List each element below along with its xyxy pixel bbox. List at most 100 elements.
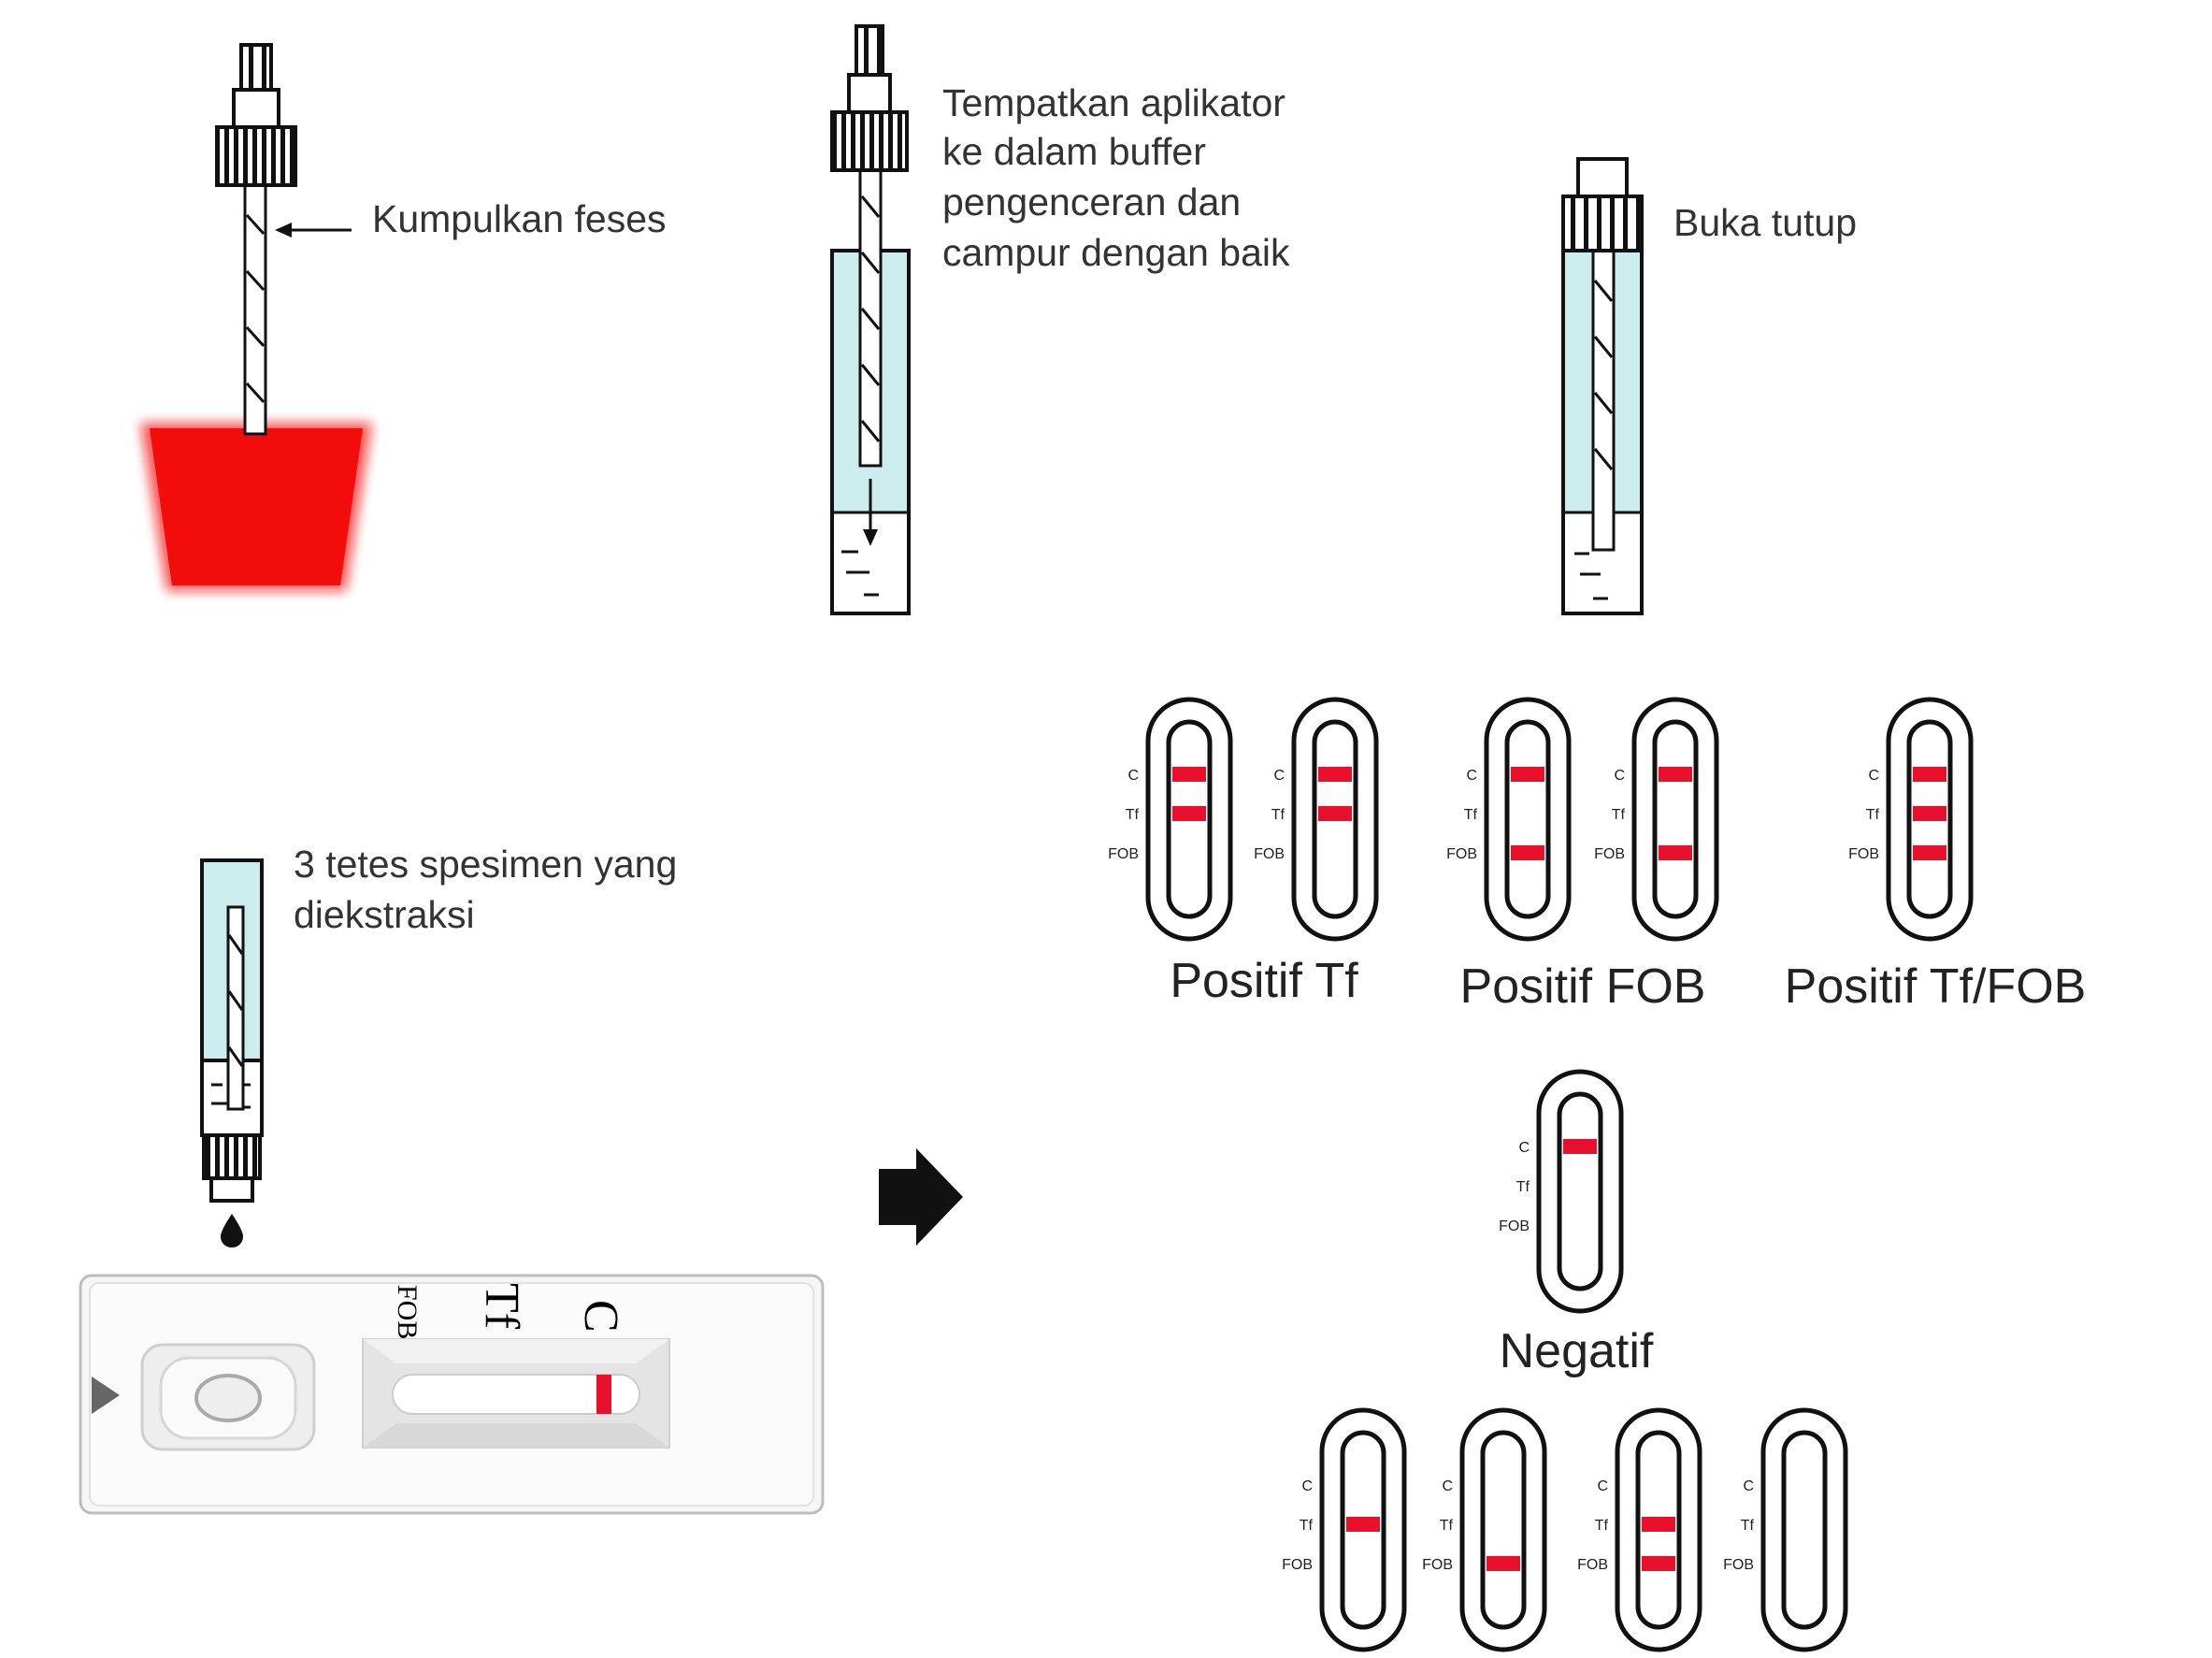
strip-label-c: C bbox=[1128, 768, 1139, 784]
strip-label-c: C bbox=[1614, 768, 1625, 784]
strip-line-c bbox=[1511, 767, 1544, 782]
strip-label-fob: FOB bbox=[1594, 846, 1625, 862]
arrow-right-icon bbox=[879, 1148, 963, 1246]
test-cassette: FOB Tf C bbox=[79, 1274, 825, 1515]
strip-label-fob: FOB bbox=[1422, 1557, 1453, 1573]
applicator-cap bbox=[830, 110, 909, 172]
cassette-control-line bbox=[596, 1375, 611, 1414]
dropper-cap bbox=[202, 1133, 262, 1180]
result-label-negative: Negatif bbox=[1500, 1324, 1654, 1378]
step-mix-line1: Tempatkan aplikator bbox=[942, 81, 1286, 124]
strip-line-tf bbox=[1172, 806, 1206, 821]
strip-window bbox=[1504, 719, 1551, 919]
step-drops-line2: diekstraksi bbox=[294, 893, 475, 936]
strip-label-fob: FOB bbox=[1723, 1557, 1754, 1573]
strip-label-fob: FOB bbox=[1254, 846, 1285, 862]
cassette-label-tf: Tf bbox=[475, 1283, 528, 1330]
strip-line-c bbox=[1563, 1139, 1597, 1154]
strip-label-tf: Tf bbox=[1126, 807, 1140, 823]
strip-window bbox=[1781, 1430, 1828, 1630]
strip-line-fob bbox=[1642, 1556, 1675, 1571]
strip-window bbox=[1480, 1430, 1527, 1630]
step-open-label: Buka tutup bbox=[1673, 201, 1857, 244]
strip-label-c: C bbox=[1442, 1478, 1453, 1494]
strip-label-tf: Tf bbox=[1866, 807, 1880, 823]
applicator-top bbox=[855, 24, 884, 77]
strip-label-c: C bbox=[1301, 1478, 1313, 1494]
strip-label-c: C bbox=[1466, 768, 1477, 784]
strip-label-tf: Tf bbox=[1516, 1179, 1530, 1195]
strip-line-tf bbox=[1318, 806, 1352, 821]
applicator-cap bbox=[215, 125, 297, 187]
cassette-arrow-icon bbox=[92, 1377, 120, 1414]
result-label-positive-fob: Positif FOB bbox=[1460, 959, 1706, 1014]
strip-line-fob bbox=[1659, 845, 1692, 860]
strip-label-c: C bbox=[1518, 1140, 1530, 1156]
step-mix-line4: campur dengan baik bbox=[942, 231, 1290, 274]
strip-label-tf: Tf bbox=[1612, 807, 1626, 823]
strip-line-tf bbox=[1346, 1517, 1380, 1532]
arrow-left-icon bbox=[275, 223, 352, 238]
strip-window bbox=[1652, 719, 1699, 919]
strip-label-c: C bbox=[1273, 768, 1285, 784]
strip-label-fob: FOB bbox=[1282, 1557, 1313, 1573]
step-collect-label: Kumpulkan feses bbox=[372, 197, 667, 240]
result-window bbox=[392, 1374, 640, 1415]
step-drops-illustration: 3 tetes spesimen yang diekstraksi bbox=[200, 843, 677, 1247]
dropper-tip bbox=[209, 1176, 254, 1203]
step-mix-line2: ke dalam buffer bbox=[942, 130, 1206, 173]
strip-label-tf: Tf bbox=[1595, 1518, 1609, 1534]
result-label-positive-tf-fob: Positif Tf/FOB bbox=[1785, 959, 2087, 1014]
strip-label-c: C bbox=[1597, 1478, 1608, 1494]
strip-line-c bbox=[1659, 767, 1692, 782]
drop-icon bbox=[221, 1214, 243, 1247]
cassette-label-c: C bbox=[574, 1300, 627, 1333]
strip-line-tf bbox=[1913, 806, 1946, 821]
step-open-illustration: Buka tutup bbox=[1561, 157, 1857, 615]
applicator-neck bbox=[232, 88, 280, 129]
strip-line-c bbox=[1913, 767, 1946, 782]
arrow-down-icon bbox=[863, 479, 878, 546]
tube-cap bbox=[1561, 195, 1644, 252]
strip-label-tf: Tf bbox=[1741, 1518, 1755, 1534]
strip-label-fob: FOB bbox=[1108, 846, 1139, 862]
strip-line-fob bbox=[1511, 845, 1544, 860]
strip-line-tf bbox=[1642, 1517, 1675, 1532]
strip-label-fob: FOB bbox=[1848, 846, 1879, 862]
step-mix-line3: pengenceran dan bbox=[942, 180, 1241, 223]
result-label-positive-tf: Positif Tf bbox=[1170, 954, 1358, 1008]
strip-label-c: C bbox=[1743, 1478, 1754, 1494]
strip-line-fob bbox=[1913, 845, 1946, 860]
sample-well bbox=[194, 1374, 262, 1422]
cassette-label-fob: FOB bbox=[392, 1285, 423, 1339]
strip-window bbox=[1557, 1091, 1603, 1291]
stool-cup bbox=[140, 423, 372, 591]
strip-label-fob: FOB bbox=[1577, 1557, 1608, 1573]
tube-tip bbox=[1576, 157, 1629, 198]
step-drops-line1: 3 tetes spesimen yang bbox=[294, 843, 677, 886]
strip-label-tf: Tf bbox=[1271, 807, 1286, 823]
strip-line-c bbox=[1318, 767, 1352, 782]
applicator-spiral bbox=[245, 213, 266, 404]
strip-label-fob: FOB bbox=[1499, 1218, 1530, 1234]
strip-label-tf: Tf bbox=[1300, 1518, 1314, 1534]
result-strips: CTfFOBCTfFOBCTfFOBCTfFOBCTfFOBCTfFOBCTfF… bbox=[1108, 697, 1974, 1652]
applicator-top bbox=[239, 43, 273, 92]
step-collect-illustration: Kumpulkan feses bbox=[140, 43, 667, 591]
strip-label-fob: FOB bbox=[1446, 846, 1477, 862]
strip-line-c bbox=[1172, 767, 1206, 782]
strip-label-c: C bbox=[1868, 768, 1879, 784]
strip-line-fob bbox=[1487, 1556, 1520, 1571]
